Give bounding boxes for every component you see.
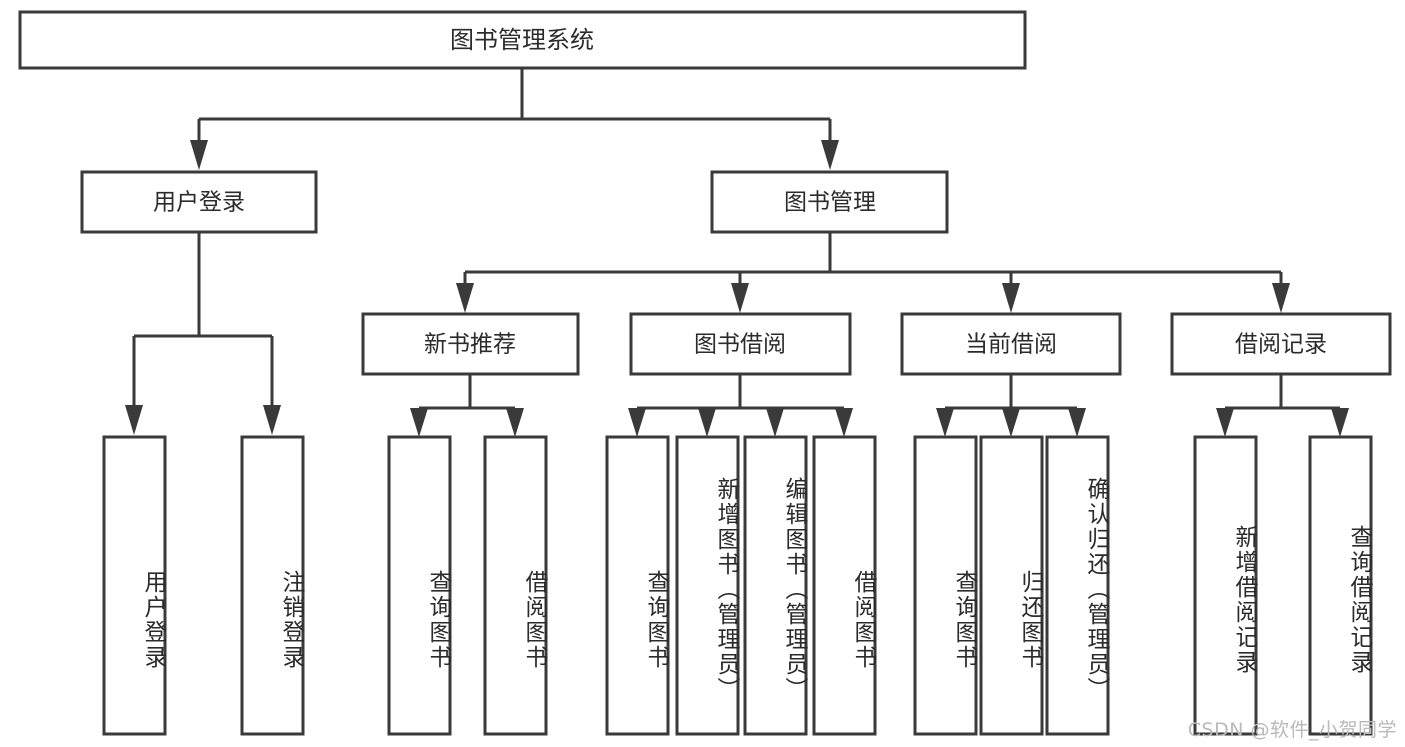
leaf-add-record-rect[interactable]	[1193, 435, 1258, 736]
node-root-rect[interactable]	[18, 10, 1027, 70]
node-new-book-recommend-label: 新书推荐	[424, 332, 516, 358]
leaf-query-book-rec-rect[interactable]	[387, 435, 452, 736]
arrowhead-leaf-query-book-current	[936, 408, 954, 437]
node-book-borrow-rect[interactable]	[629, 312, 852, 376]
arrowhead-leaf-logout-login	[263, 405, 281, 435]
node-user-login-label: 用户登录	[153, 190, 245, 216]
node-new-book-recommend-rect[interactable]	[361, 312, 580, 376]
arrowhead-leaf-user-login	[125, 405, 143, 435]
arrowhead-leaf-add-book	[698, 408, 716, 437]
arrowhead-leaf-query-book-rec	[410, 408, 428, 437]
leaf-borrow-book-rec-rect[interactable]	[483, 435, 548, 736]
leaf-query-record-rect[interactable]	[1308, 435, 1373, 736]
arrowhead-leaf-borrow-book-rec	[506, 408, 524, 437]
arrowhead-leaf-query-book-borrow	[628, 408, 646, 437]
leaf-edit-book-rect[interactable]	[743, 435, 808, 736]
node-book-manage-label: 图书管理	[784, 190, 876, 216]
arrowhead-leaf-confirm-return	[1068, 408, 1086, 437]
connector-group-book-manage	[456, 232, 1290, 313]
node-book-borrow[interactable]: 图书借阅	[629, 312, 852, 376]
leaf-query-book-current-rect[interactable]	[913, 435, 978, 736]
node-root-label: 图书管理系统	[450, 26, 594, 54]
leaf-logout-login-rect[interactable]	[240, 435, 305, 736]
arrowhead-current-borrow	[1002, 283, 1020, 313]
watermark: CSDN @软件_小贺同学	[1187, 719, 1397, 741]
node-borrow-record-label: 借阅记录	[1235, 332, 1327, 358]
arrowhead-book-borrow	[731, 283, 749, 313]
leaf-borrow-book-rect[interactable]	[812, 435, 877, 736]
connector-group-user-login	[125, 232, 281, 435]
connector-group-current-borrow	[936, 374, 1086, 437]
arrowhead-borrow-record	[1272, 283, 1290, 313]
node-user-login[interactable]: 用户登录	[80, 170, 318, 234]
arrowhead-leaf-borrow-book	[835, 408, 853, 437]
leaf-return-book-rect[interactable]	[979, 435, 1044, 736]
leaf-user-login-rect[interactable]	[102, 435, 167, 736]
node-book-manage-rect[interactable]	[710, 170, 949, 234]
arrowhead-user-login	[190, 140, 208, 170]
arrowhead-leaf-query-record	[1331, 408, 1349, 437]
arrowhead-leaf-edit-book	[766, 408, 784, 437]
node-current-borrow-label: 当前借阅	[965, 332, 1057, 358]
node-borrow-record-rect[interactable]	[1170, 312, 1392, 376]
connector-group-borrow-record	[1216, 374, 1349, 437]
connector-group-root	[190, 68, 839, 170]
node-book-borrow-label: 图书借阅	[694, 332, 786, 358]
arrowhead-leaf-return-book	[1002, 408, 1020, 437]
connector-group-book-borrow	[628, 374, 853, 437]
leaf-query-book-borrow-rect[interactable]	[605, 435, 670, 736]
connector-group-new-book-recommend	[410, 374, 524, 437]
node-current-borrow-rect[interactable]	[900, 312, 1122, 376]
leaf-confirm-return-rect[interactable]	[1045, 435, 1110, 736]
node-user-login-rect[interactable]	[80, 170, 318, 234]
node-new-book-recommend[interactable]: 新书推荐	[361, 312, 580, 376]
node-book-manage[interactable]: 图书管理	[710, 170, 949, 234]
node-current-borrow[interactable]: 当前借阅	[900, 312, 1122, 376]
arrowhead-book-manage	[821, 140, 839, 170]
node-root[interactable]: 图书管理系统	[18, 10, 1027, 70]
arrowhead-new-book-recommend	[456, 283, 474, 313]
node-borrow-record[interactable]: 借阅记录	[1170, 312, 1392, 376]
leaf-box-group	[102, 435, 1373, 736]
leaf-add-book-rect[interactable]	[675, 435, 740, 736]
arrowhead-leaf-add-record	[1216, 408, 1234, 437]
